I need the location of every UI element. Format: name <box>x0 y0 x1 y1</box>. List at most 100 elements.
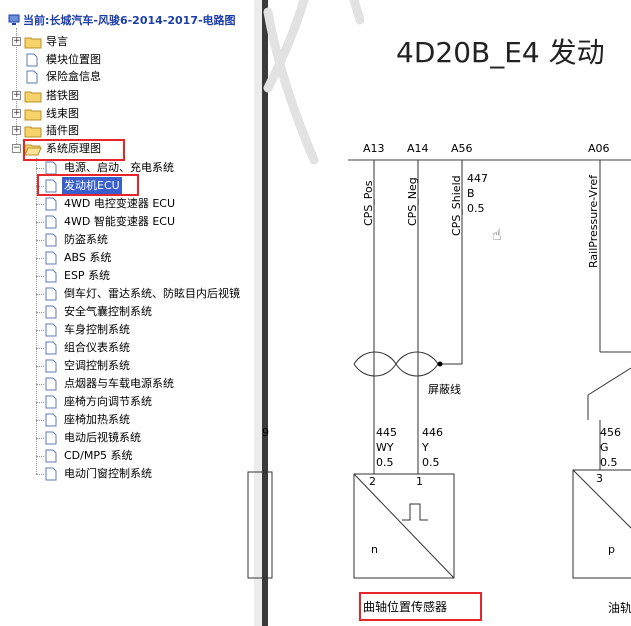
tree-line <box>36 456 44 457</box>
tree-line <box>36 402 44 403</box>
wire-size: 0.5 <box>422 456 440 469</box>
pin-label: A06 <box>588 142 610 155</box>
diagram-title: 4D20B_E4 发动 <box>396 36 605 69</box>
tree-item-label: 4WD 电控变速器 ECU <box>64 197 176 210</box>
tree-child-item[interactable]: 点烟器与车载电源系统 <box>0 375 254 393</box>
splitter[interactable] <box>254 0 262 626</box>
document-icon <box>45 215 57 229</box>
expand-icon[interactable]: + <box>12 36 21 46</box>
expand-icon[interactable]: + <box>12 90 21 100</box>
tree-item-label: 车身控制系统 <box>64 323 130 336</box>
tree-child-item[interactable]: 车身控制系统 <box>0 321 254 339</box>
tree-item-harness[interactable]: + 线束图 <box>0 105 254 123</box>
expand-icon[interactable]: + <box>12 125 21 135</box>
crankshaft-sensor: 2 1 n <box>353 473 455 579</box>
tree-line <box>36 474 44 475</box>
tree-item-label: 发动机ECU <box>62 177 122 195</box>
watermark <box>263 0 365 165</box>
connector-pin: 3 <box>596 472 603 485</box>
tree-line <box>36 186 44 187</box>
wire-set <box>373 160 631 474</box>
box-letter: p <box>608 543 615 556</box>
wire-size: 0.5 <box>376 456 394 469</box>
tree-line <box>36 438 44 439</box>
tree-item-label: 组合仪表系统 <box>64 341 130 354</box>
document-icon <box>45 377 57 391</box>
tree-child-item[interactable]: 电动门窗控制系统 <box>0 465 254 483</box>
pin-label: A14 <box>407 142 429 155</box>
box-letter: n <box>371 543 378 556</box>
tree-child-item[interactable]: 电动后视镜系统 <box>0 429 254 447</box>
document-icon <box>45 305 57 319</box>
tree-item-label: 防盗系统 <box>64 233 108 246</box>
document-icon <box>45 269 57 283</box>
tree-child-item[interactable]: 倒车灯、雷达系统、防眩目内后视镜 <box>0 285 254 303</box>
tree-item-fuse-box[interactable]: 保险盒信息 <box>0 68 254 86</box>
tree-child-item[interactable]: 座椅加热系统 <box>0 411 254 429</box>
tree-item-label: 座椅加热系统 <box>64 413 130 426</box>
highlight-box <box>359 592 482 621</box>
tree-item-label: 安全气囊控制系统 <box>64 305 152 318</box>
shield-label: 屏蔽线 <box>428 382 461 396</box>
tree-child-item[interactable]: 4WD 电控变速器 ECU <box>0 195 254 213</box>
tree-line <box>36 276 44 277</box>
tree-panel: 当前:长城汽车-风骏6-2014-2017-电路图 + 导言 模块位置图 保险盒… <box>0 0 255 626</box>
wire-size: 0.5 <box>467 202 485 215</box>
rail-pressure-sensor: 3 p <box>572 469 631 579</box>
folder-icon <box>24 109 42 121</box>
document-icon <box>45 287 57 301</box>
document-icon <box>45 251 57 265</box>
tree-item-label: 电动后视镜系统 <box>64 431 141 444</box>
tree-child-item[interactable]: ABS 系统 <box>0 249 254 267</box>
signal-label: CPS_Pos <box>362 180 375 226</box>
collapse-icon[interactable]: − <box>12 143 21 153</box>
diagram-viewer[interactable]: 4D20B_E4 发动 A13 A14 A56 A06 CPS_Pos CPS_… <box>247 0 631 626</box>
expand-icon[interactable]: + <box>12 108 21 118</box>
tree-line <box>36 366 44 367</box>
pin-label: A13 <box>363 142 385 155</box>
tree-header-text: 当前:长城汽车-风骏6-2014-2017-电路图 <box>23 14 236 27</box>
wire-color: B <box>467 187 475 200</box>
tree-item-ground[interactable]: + 搭铁图 <box>0 87 254 105</box>
tree-child-item[interactable]: 安全气囊控制系统 <box>0 303 254 321</box>
folder-icon <box>24 91 42 103</box>
tree-child-item[interactable]: 空调控制系统 <box>0 357 254 375</box>
tree-item-label: 线束图 <box>46 107 79 120</box>
document-icon <box>45 431 57 445</box>
tree-child-item[interactable]: 发动机ECU <box>0 177 254 195</box>
tree-item-label: 空调控制系统 <box>64 359 130 372</box>
document-icon <box>45 449 57 463</box>
document-icon <box>45 197 57 211</box>
twisted-pair <box>353 351 439 377</box>
wiring-diagram: 4D20B_E4 发动 A13 A14 A56 A06 CPS_Pos CPS_… <box>247 0 631 621</box>
document-icon <box>45 413 57 427</box>
tree-child-item[interactable]: ESP 系统 <box>0 267 254 285</box>
tree-item-intro[interactable]: + 导言 <box>0 33 254 51</box>
document-icon <box>45 161 57 175</box>
wire-size: 0.5 <box>600 456 618 469</box>
tree-item-module-location[interactable]: 模块位置图 <box>0 51 254 69</box>
tree-line <box>36 204 44 205</box>
tree-line <box>36 330 44 331</box>
tree-item-label: ABS 系统 <box>64 251 112 264</box>
tree-line <box>16 28 17 150</box>
tree-item-label: 模块位置图 <box>46 53 101 66</box>
tree-child-item[interactable]: 4WD 智能变速器 ECU <box>0 213 254 231</box>
tree-child-item[interactable]: 电源、启动、充电系统 <box>0 159 254 177</box>
tree-item-label: 倒车灯、雷达系统、防眩目内后视镜 <box>64 287 240 300</box>
wire-color: Y <box>421 441 429 454</box>
tree-child-item[interactable]: 组合仪表系统 <box>0 339 254 357</box>
tree-item-label: 座椅方向调节系统 <box>64 395 152 408</box>
tree-item-connector[interactable]: + 插件图 <box>0 122 254 140</box>
tree-item-label: 点烟器与车载电源系统 <box>64 377 174 390</box>
computer-icon <box>8 14 20 25</box>
tree-item-schematics[interactable]: − 系统原理图 <box>0 140 254 158</box>
document-icon <box>45 233 57 247</box>
tree-child-item[interactable]: CD/MP5 系统 <box>0 447 254 465</box>
document-icon <box>26 70 38 84</box>
tree-child-item[interactable]: 座椅方向调节系统 <box>0 393 254 411</box>
sensor-label: 曲轴位置传感器 <box>363 599 447 614</box>
tree-child-item[interactable]: 防盗系统 <box>0 231 254 249</box>
folder-icon <box>24 126 42 138</box>
viewer-border <box>262 0 268 626</box>
